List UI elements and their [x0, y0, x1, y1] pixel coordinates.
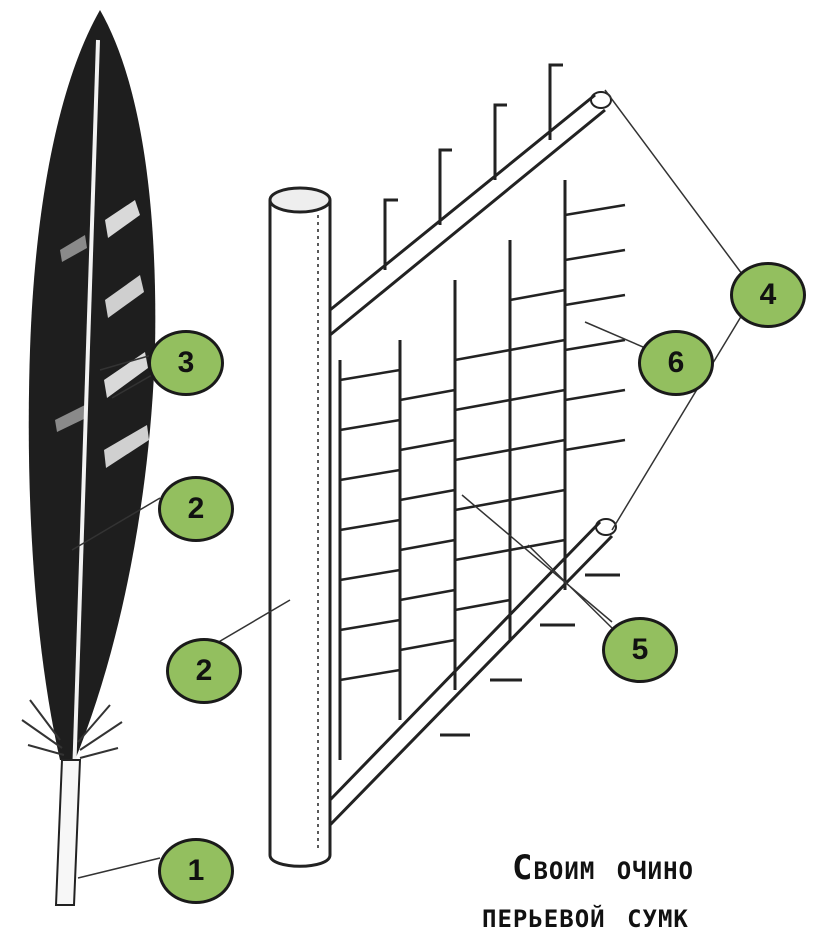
feather-calamus: [56, 760, 80, 905]
label-6-text: 6: [668, 346, 685, 380]
rachis-cylinder: [270, 200, 330, 866]
feather-illustration: [22, 10, 155, 905]
label-1-badge: 1: [158, 838, 234, 904]
label-4-badge: 4: [730, 262, 806, 328]
label-1-text: 1: [188, 854, 205, 888]
caption-line-1: Своим очино: [512, 848, 694, 888]
label-3-text: 3: [178, 346, 195, 380]
label-5-text: 5: [632, 633, 649, 667]
label-2-badge-shaft: 2: [166, 638, 242, 704]
label-5-badge: 5: [602, 617, 678, 683]
label-6-badge: 6: [638, 330, 714, 396]
magnified-barb-structure: [270, 65, 625, 866]
feather-vane: [29, 10, 156, 760]
label-4-text: 4: [760, 278, 777, 312]
label-2-badge-feather: 2: [158, 476, 234, 542]
label-2-text: 2: [196, 654, 213, 688]
label-3-badge: 3: [148, 330, 224, 396]
label-2-text: 2: [188, 492, 205, 526]
caption-line-2: перьевой сумк: [482, 896, 689, 936]
